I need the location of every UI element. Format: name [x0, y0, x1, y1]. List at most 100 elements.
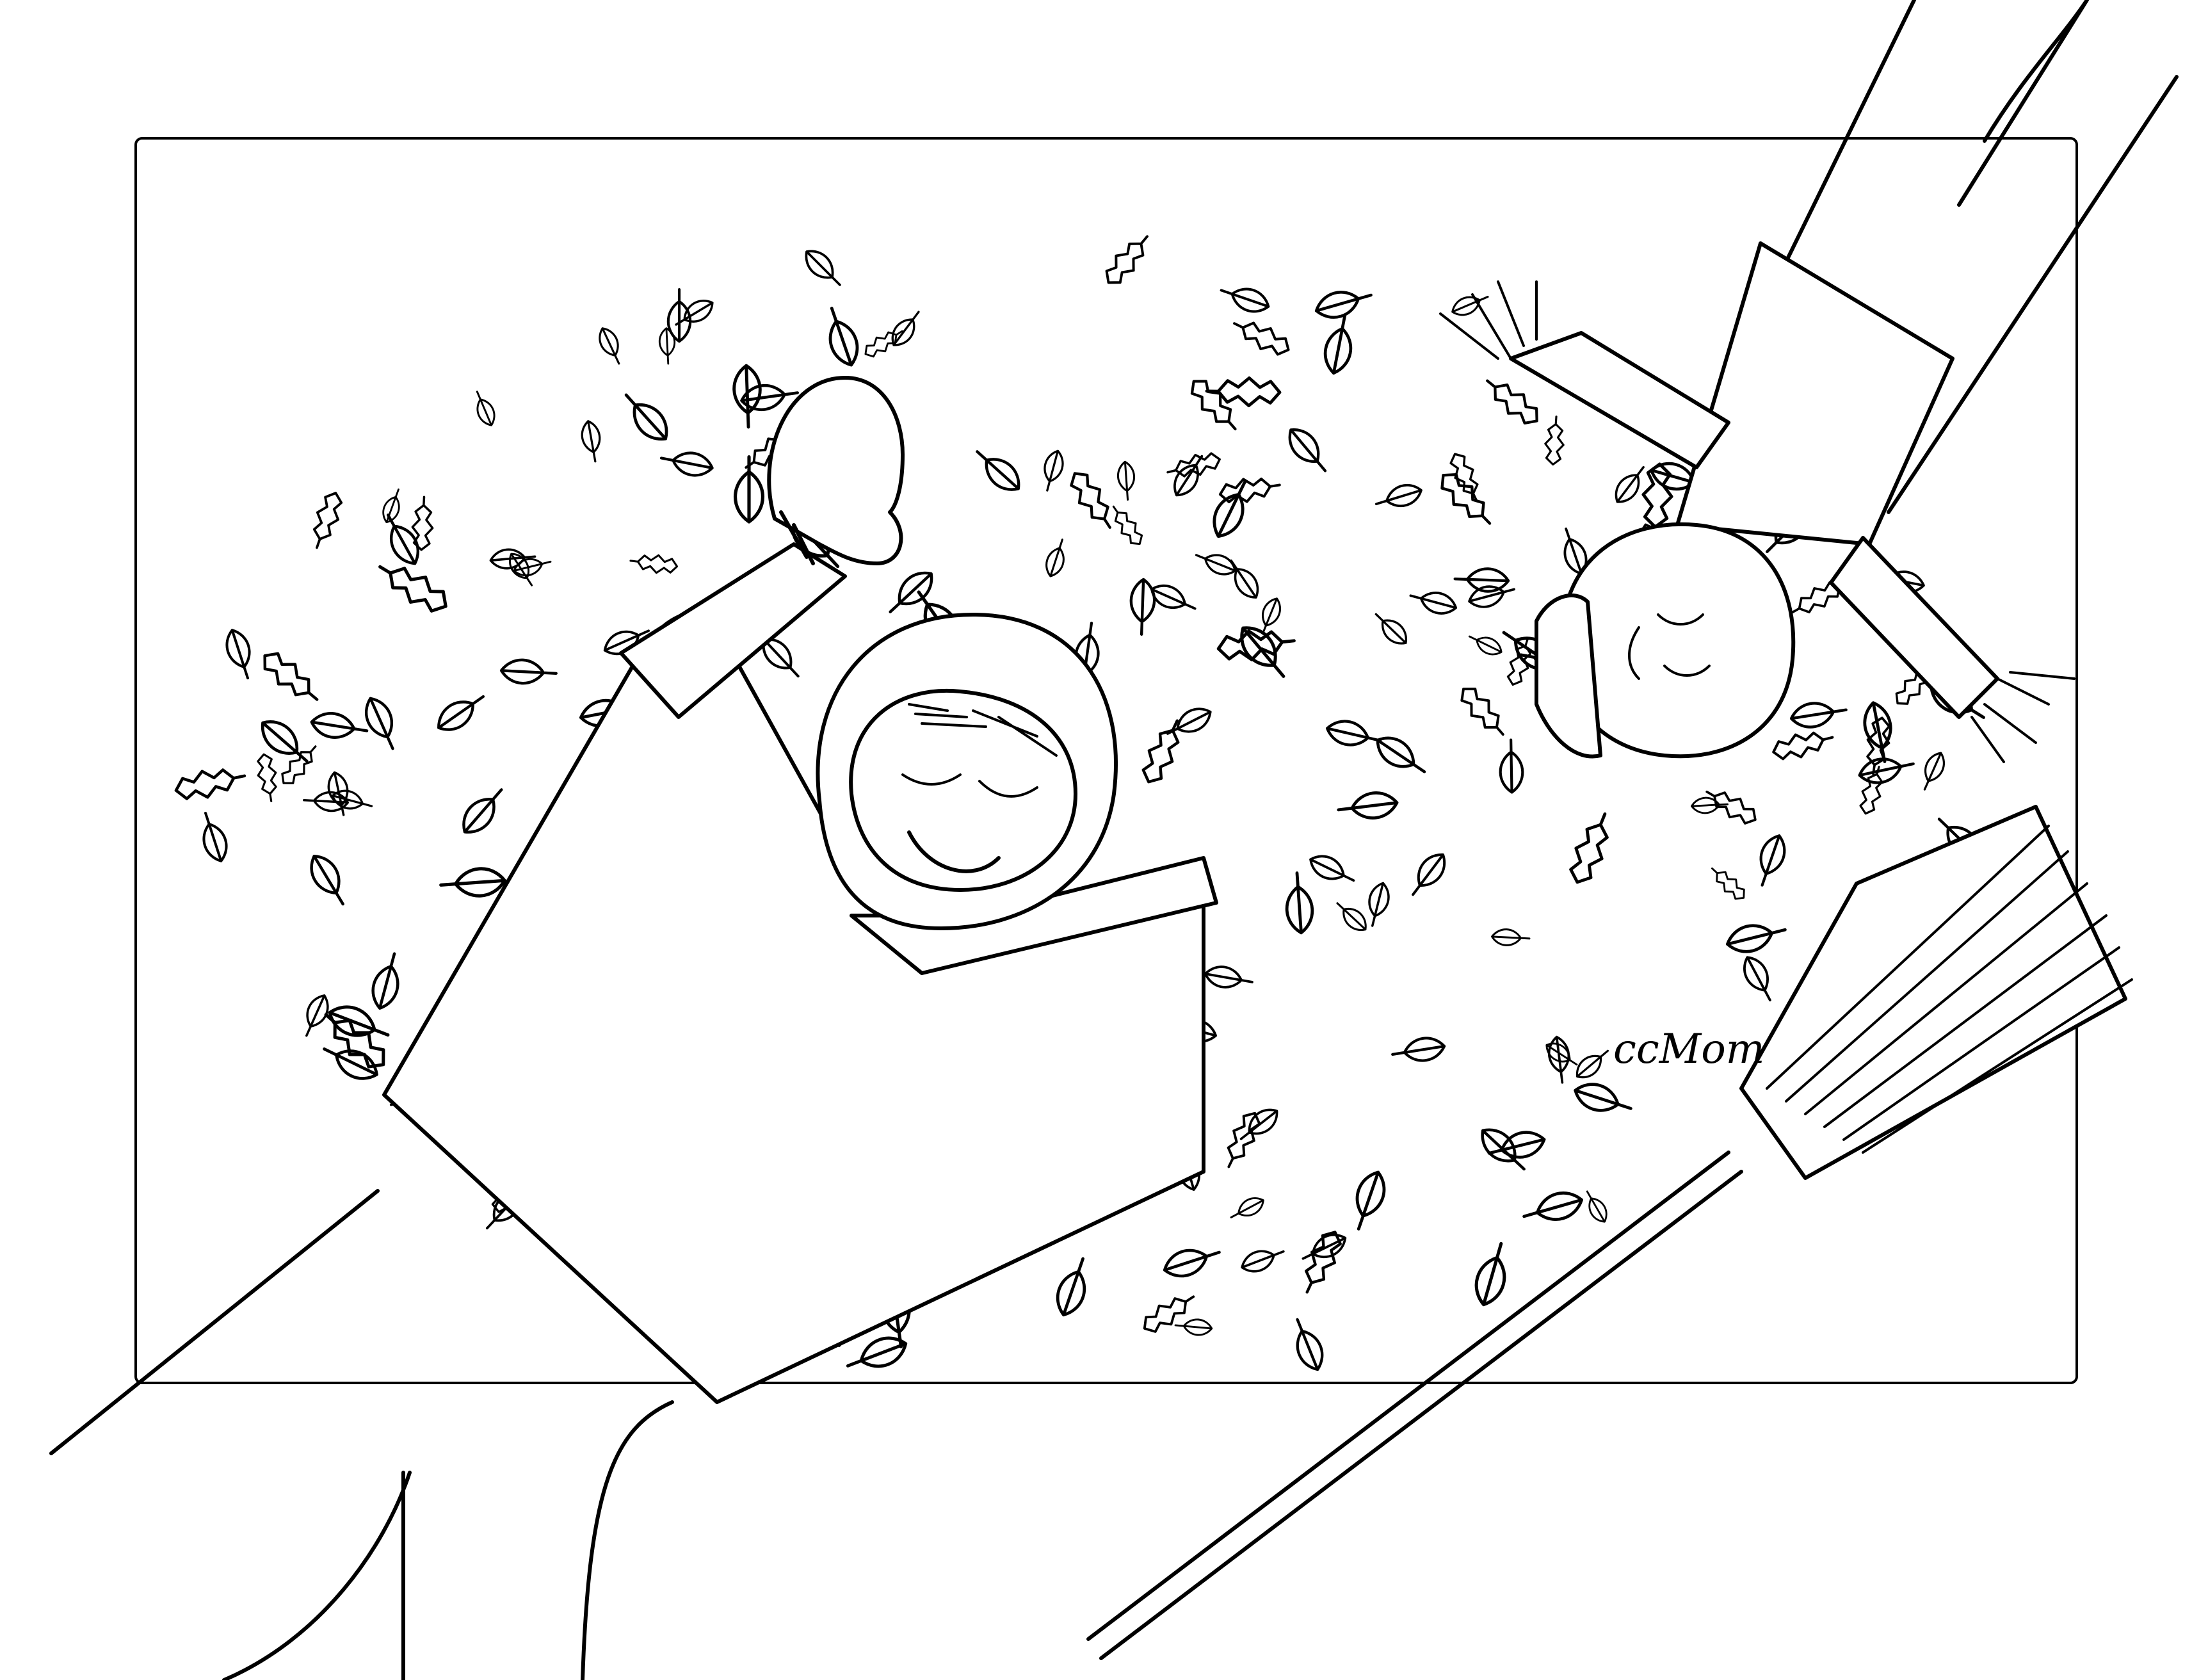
leaf — [305, 994, 329, 1037]
boy-figure — [1439, 0, 2179, 763]
leaf — [1759, 834, 1786, 887]
girl-face — [849, 688, 1077, 892]
leaf — [1325, 720, 1382, 747]
leaf — [1070, 472, 1111, 529]
leaf — [257, 753, 277, 802]
leaf — [976, 450, 1020, 491]
leaf — [1309, 855, 1355, 882]
leaf — [382, 489, 400, 524]
leaf — [1487, 1131, 1546, 1159]
leaf — [202, 811, 228, 862]
leaf — [1173, 455, 1204, 497]
leaf — [310, 712, 369, 739]
leaf — [476, 391, 496, 426]
leaf — [312, 492, 343, 549]
girl-hair — [908, 703, 1058, 757]
leaf — [1314, 291, 1373, 319]
leaf — [1374, 483, 1422, 508]
leaf — [1772, 731, 1834, 761]
girl-figure — [49, 376, 1218, 1680]
leaf — [1711, 867, 1745, 900]
leaf — [1163, 1248, 1221, 1278]
leaf — [1116, 460, 1136, 501]
leaf — [1044, 449, 1064, 492]
mitten-cuff — [779, 510, 815, 565]
leaf — [281, 745, 317, 784]
leaf — [437, 695, 485, 731]
leaf — [891, 311, 920, 346]
leaf — [1105, 235, 1148, 284]
girl-closed-eyes — [901, 773, 1038, 798]
leaf — [1574, 1083, 1632, 1112]
leaf — [1204, 965, 1253, 989]
leaf — [675, 300, 714, 326]
girl-smile — [907, 830, 1001, 873]
leaf — [1412, 853, 1446, 896]
boy-hand-up — [1439, 280, 1538, 360]
leaf — [828, 307, 859, 367]
leaf — [889, 571, 933, 613]
boy-smile — [1628, 626, 1640, 680]
leaf — [1141, 719, 1180, 784]
leaf — [1368, 882, 1390, 927]
leaf — [1166, 452, 1221, 478]
leaf — [499, 658, 558, 685]
leaf — [1858, 757, 1915, 784]
leaf — [1923, 752, 1945, 791]
leaf — [1376, 736, 1426, 773]
leaf — [1305, 1231, 1342, 1294]
leaf — [371, 952, 399, 1010]
picture-frame — [134, 137, 2078, 1384]
leaf — [386, 513, 419, 565]
leaf — [1323, 314, 1353, 375]
leaf — [1486, 379, 1538, 425]
leaf — [513, 558, 552, 577]
leaf — [1615, 465, 1645, 503]
leaf — [1190, 380, 1237, 431]
leaf — [1705, 790, 1757, 825]
leaf — [1285, 871, 1314, 935]
leaf — [732, 364, 762, 429]
leaf — [1261, 597, 1281, 635]
leaf — [1789, 702, 1848, 729]
rake-head — [1739, 805, 2127, 1180]
leaf — [1337, 791, 1399, 820]
leaf — [734, 455, 764, 524]
leaf — [328, 1005, 390, 1037]
leaf — [1586, 1190, 1608, 1223]
leaf — [624, 393, 668, 441]
leaf — [1240, 626, 1285, 678]
boy-arm-down — [1829, 536, 1999, 719]
leaf — [462, 788, 503, 834]
leaf — [1440, 472, 1492, 525]
leaf — [864, 330, 903, 358]
leaf — [1866, 716, 1890, 775]
leaf — [1468, 635, 1503, 656]
leaf — [378, 565, 447, 613]
leaf — [439, 867, 506, 898]
leaf — [805, 250, 841, 286]
leaf — [1863, 701, 1892, 763]
leaf — [261, 720, 309, 763]
leaf — [1491, 928, 1531, 946]
leaf — [1506, 637, 1532, 686]
leaf — [846, 1336, 908, 1368]
leaf — [1451, 296, 1489, 316]
leaf — [1205, 376, 1282, 407]
girl-legs — [49, 1189, 674, 1680]
leaf — [1474, 1241, 1506, 1307]
leaf — [666, 288, 692, 343]
leaf — [1112, 505, 1143, 545]
boy-arm-up — [1509, 331, 1730, 469]
girl-mitten — [767, 376, 905, 565]
leaf — [364, 697, 394, 750]
rake — [1086, 805, 2133, 1660]
leaf — [1241, 1250, 1285, 1273]
leaf — [1166, 707, 1212, 735]
leaf — [1391, 1037, 1446, 1062]
leaf — [1336, 902, 1367, 932]
leaf — [1743, 956, 1771, 1002]
leaf — [658, 327, 676, 365]
leaf — [740, 384, 799, 412]
